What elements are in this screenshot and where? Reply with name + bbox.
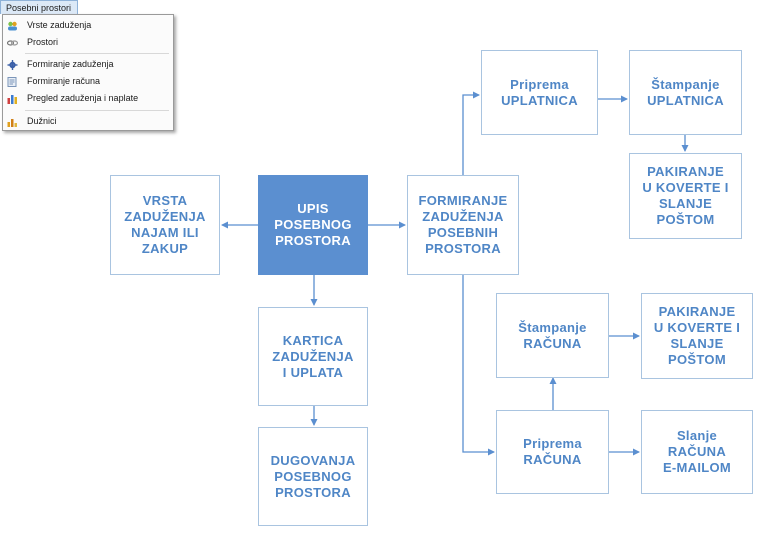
arrow-formiranje-to-priprema-uplatnica: [462, 91, 480, 175]
chart-icon: [7, 116, 18, 127]
gear-icon: [7, 59, 18, 70]
link-icon: [6, 37, 19, 47]
box-stampanje-uplatnica: Štampanje UPLATNICA: [629, 50, 742, 135]
menu-item-prostori[interactable]: Prostori: [3, 34, 173, 50]
bar-chart-icon: [7, 93, 18, 104]
box-dugovanja: DUGOVANJA POSEBNOG PROSTORA: [258, 427, 368, 526]
menu-separator: [25, 110, 169, 111]
group-icon: [7, 20, 18, 31]
menu-item-duznici[interactable]: Dužnici: [3, 113, 173, 129]
arrow-formiranje-to-priprema-racuna: [462, 275, 495, 456]
box-vrsta-zaduzenja: VRSTA ZADUŽENJA NAJAM ILI ZAKUP: [110, 175, 220, 275]
menu-item-formiranje-zaduzenja[interactable]: Formiranje zaduženja: [3, 56, 173, 72]
box-priprema-racuna: Priprema RAČUNA: [496, 410, 609, 494]
menu-tab-posebni-prostori[interactable]: Posebni prostori: [0, 0, 78, 14]
box-kartica-zaduzenja: KARTICA ZADUŽENJA I UPLATA: [258, 307, 368, 406]
box-pakiranje-postom-1: PAKIRANJE U KOVERTE I SLANJE POŠTOM: [629, 153, 742, 239]
box-upis-posebnog-prostora: UPIS POSEBNOG PROSTORA: [258, 175, 368, 275]
menu-item-pregled-zaduzenja[interactable]: Pregled zaduženja i naplate: [3, 90, 173, 106]
menu-item-vrste-zaduzenja[interactable]: Vrste zaduženja: [3, 17, 173, 33]
menu-item-formiranje-racuna[interactable]: Formiranje računa: [3, 73, 173, 89]
box-slanje-racuna-email: Slanje RAČUNA E-MAILOM: [641, 410, 753, 494]
box-pakiranje-postom-2: PAKIRANJE U KOVERTE I SLANJE POŠTOM: [641, 293, 753, 379]
box-priprema-uplatnica: Priprema UPLATNICA: [481, 50, 598, 135]
menu-separator: [25, 53, 169, 54]
box-stampanje-racuna: Štampanje RAČUNA: [496, 293, 609, 378]
document-icon: [7, 76, 18, 87]
dropdown-menu: Vrste zaduženja Prostori Formiranje zadu…: [2, 14, 174, 131]
box-formiranje-zaduzenja: FORMIRANJE ZADUŽENJA POSEBNIH PROSTORA: [407, 175, 519, 275]
